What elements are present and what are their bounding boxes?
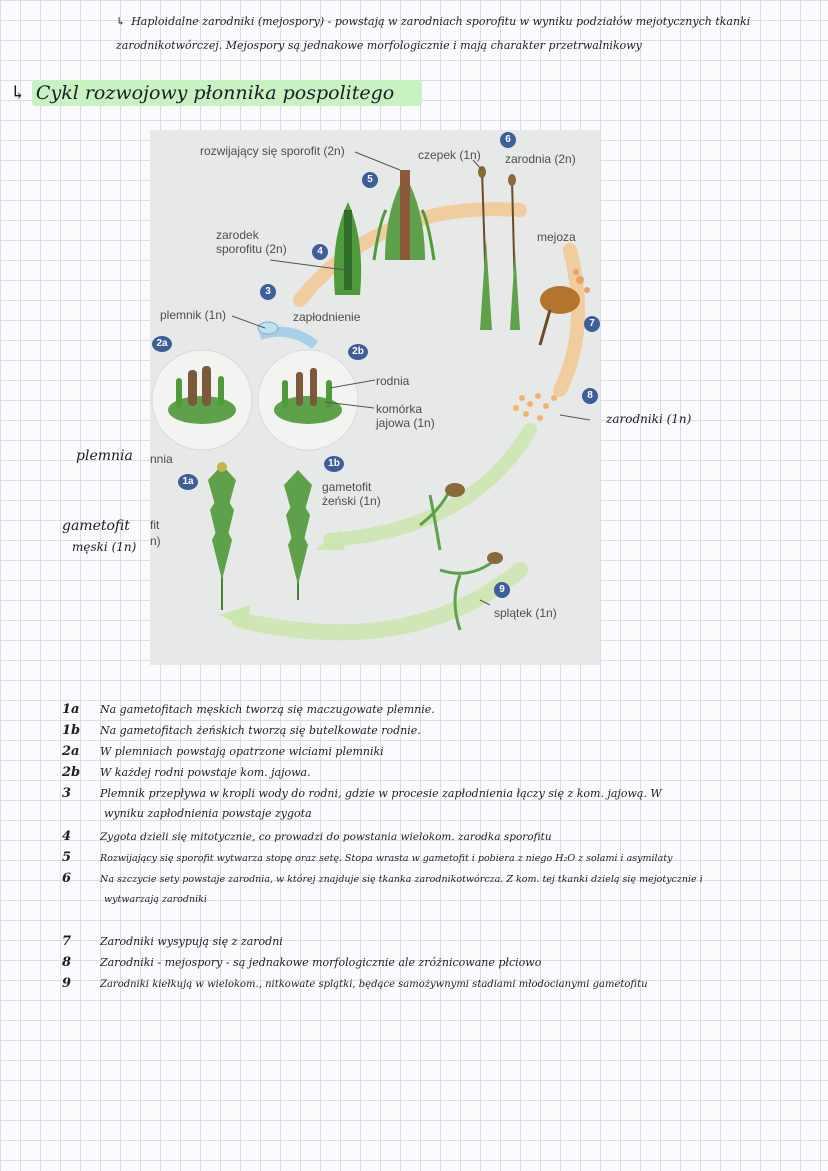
- label-egg-cell-2: jajowa (1n): [376, 416, 435, 430]
- diagram-illustration: [151, 151, 591, 641]
- label-embryo-2: sporofitu (2n): [216, 242, 287, 256]
- label-developing-sporophyte: rozwijający się sporofit (2n): [200, 144, 345, 158]
- label-calyptra: czepek (1n): [418, 148, 481, 162]
- spores-cluster: [513, 393, 557, 421]
- pointer-line: [559, 414, 591, 421]
- note-spores: zarodniki (1n): [606, 412, 692, 426]
- pointer-line: [354, 151, 401, 171]
- label-embryo-1: zarodek: [216, 228, 259, 242]
- label-female-gametophyte-1: gametofit: [322, 480, 372, 494]
- archegonia-shape: [274, 368, 342, 424]
- female-gametophyte-young: [419, 483, 465, 551]
- step-badge-4: 4: [312, 244, 328, 260]
- step-badge-2a: 2a: [152, 336, 172, 352]
- label-sperm: plemnik (1n): [160, 308, 227, 322]
- mature-sporophyte-shape: [478, 166, 520, 330]
- male-gametophyte-plant: [208, 462, 236, 610]
- intro-note: ↳ Haploidalne zarodniki (mejospory) - pow…: [116, 10, 816, 58]
- label-egg-cell-1: komórka: [376, 402, 423, 416]
- cycle-arrow-mid: [323, 423, 537, 547]
- arrow-icon: ↳: [10, 82, 26, 104]
- step-badge-5: 5: [362, 172, 378, 188]
- note-male-gametophyte-1: gametofit: [62, 518, 130, 534]
- cycle-arrow-right: [553, 243, 585, 397]
- arrow-head-icon: [220, 605, 250, 630]
- step-badge-7: 7: [584, 316, 600, 332]
- label-antheridia-cut: nnia: [150, 452, 173, 466]
- section-title: ↳Cykl rozwojowy płonnika pospolitego: [10, 80, 423, 106]
- step-badge-1b: 1b: [324, 456, 344, 472]
- moss-life-cycle-diagram: rozwijający się sporofit (2n) czepek (1n…: [150, 130, 600, 665]
- pointer-line: [231, 315, 266, 329]
- developing-sporophyte-shape: [372, 170, 436, 261]
- step-badge-3: 3: [260, 284, 276, 300]
- step-badge-9: 9: [494, 582, 510, 598]
- label-meiosis: mejoza: [537, 230, 576, 244]
- label-male-gametophyte-cut-1: fit: [150, 518, 160, 532]
- label-archegonium: rodnia: [376, 374, 410, 388]
- arrow-head-icon: [315, 530, 345, 550]
- step-badge-1a: 1a: [178, 474, 198, 490]
- pointer-line: [329, 379, 376, 389]
- label-capsule: zarodnia (2n): [505, 152, 576, 166]
- step-badge-8: 8: [582, 388, 598, 404]
- note-plemnia: plemnia: [76, 448, 133, 464]
- pointer-line: [324, 401, 375, 409]
- sperm-cell: [257, 321, 279, 335]
- pointer-line: [479, 599, 491, 606]
- step-badge-2b: 2b: [348, 344, 368, 360]
- capsule-shape: [538, 269, 590, 346]
- cycle-arrow-bottom: [232, 562, 528, 641]
- arrow-icon: ↳: [116, 15, 126, 28]
- label-fertilization: zapłodnienie: [293, 310, 361, 324]
- label-female-gametophyte-2: żeński (1n): [322, 494, 381, 508]
- label-protonema: splątek (1n): [494, 606, 557, 620]
- step-badge-6: 6: [500, 132, 516, 148]
- pointer-line: [472, 159, 483, 171]
- embryo-sporophyte-shape: [333, 202, 362, 295]
- note-male-gametophyte-2: męski (1n): [72, 540, 137, 554]
- antheridia-shape: [168, 366, 236, 424]
- title-text: Cykl rozwojowy płonnika pospolitego: [31, 80, 423, 106]
- intro-line-2: zarodnikotwórczej. Mejospory są jednakow…: [116, 39, 642, 52]
- protonema-shape: [439, 552, 503, 631]
- female-gametophyte-plant: [284, 470, 312, 600]
- pointer-line: [269, 259, 346, 271]
- intro-line-1: Haploidalne zarodniki (mejospory) - pows…: [131, 15, 751, 28]
- label-male-gametophyte-cut-2: n): [150, 534, 161, 548]
